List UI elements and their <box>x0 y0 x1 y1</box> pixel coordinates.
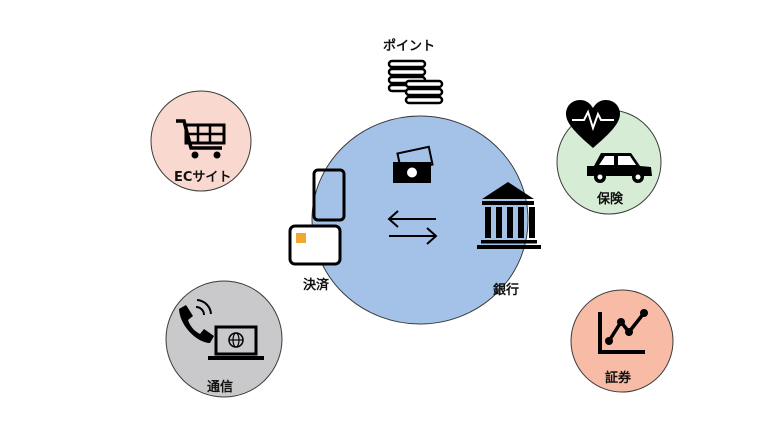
line-chart-icon <box>598 309 648 354</box>
securities-circle <box>570 289 674 393</box>
car-icon <box>587 153 652 183</box>
telecom-circle <box>165 280 283 398</box>
label-insurance: 保険 <box>597 192 624 207</box>
heart-pulse-icon <box>566 100 620 148</box>
laptop-globe-icon <box>208 325 264 360</box>
banknote-icon <box>393 145 434 183</box>
bank-building-icon <box>477 182 541 249</box>
credit-card-icon <box>288 224 342 266</box>
label-payment: 決済 <box>303 278 330 293</box>
telephone-icon <box>179 299 214 343</box>
label-ec-site: ECサイト <box>174 170 232 185</box>
shopping-cart-icon <box>176 119 226 159</box>
label-telecom: 通信 <box>207 380 234 395</box>
label-point: ポイント <box>383 39 436 54</box>
exchange-arrows-icon <box>387 210 438 245</box>
label-securities: 証券 <box>605 371 632 386</box>
ec-circle <box>150 90 252 192</box>
label-bank: 銀行 <box>493 283 520 298</box>
smartphone-icon <box>312 168 346 222</box>
coin-stack-icon <box>387 59 444 105</box>
